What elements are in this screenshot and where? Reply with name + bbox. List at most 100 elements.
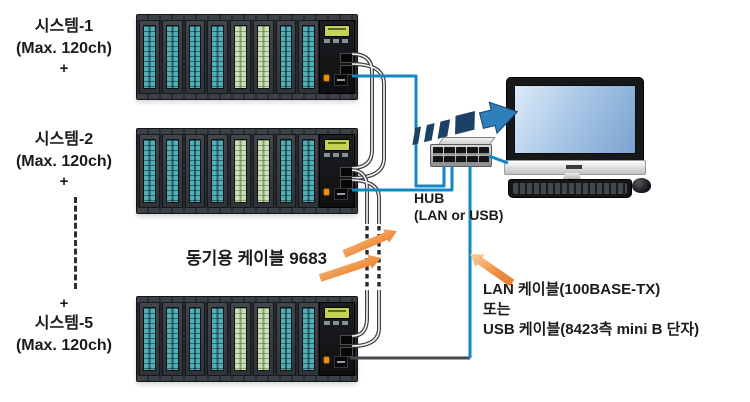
system-rack-2	[136, 128, 358, 214]
system1-max-channels: (Max. 120ch)	[15, 40, 113, 57]
io-module	[275, 20, 297, 94]
plus-sign: +	[59, 173, 69, 190]
io-module-row	[139, 20, 319, 94]
keyboard-icon	[508, 179, 632, 198]
network-hub	[430, 137, 496, 167]
mouse-icon	[632, 178, 651, 193]
terminal-strip	[143, 307, 156, 371]
terminal-strip	[143, 139, 156, 203]
monitor-screen	[514, 85, 636, 154]
terminal-strip	[256, 139, 270, 203]
terminal-strip	[302, 307, 315, 371]
io-module	[184, 134, 206, 208]
terminal-strip	[256, 25, 270, 89]
terminal-strip	[279, 25, 293, 89]
controller-module	[319, 302, 355, 376]
continuation-dashed-line	[74, 197, 77, 289]
lcd-display	[324, 25, 350, 37]
sync-port-1	[340, 335, 353, 345]
io-module-row	[139, 134, 319, 208]
terminal-strip	[165, 139, 179, 203]
lan-cable-system2	[352, 166, 454, 192]
hub-port	[478, 147, 489, 155]
io-module	[207, 134, 228, 208]
system5-max-channels: (Max. 120ch)	[15, 337, 113, 354]
sync-port-1	[340, 167, 353, 177]
io-module	[139, 20, 160, 94]
io-module	[161, 20, 183, 94]
hub-label: HUB (LAN or USB)	[414, 190, 503, 224]
hub-port	[433, 147, 444, 155]
status-led	[324, 75, 329, 81]
terminal-strip	[211, 307, 224, 371]
terminal-strip	[279, 307, 293, 371]
io-module	[207, 302, 228, 376]
io-module	[252, 302, 274, 376]
hub-port	[444, 156, 455, 164]
rack-top-rail	[137, 129, 357, 134]
controller-module	[319, 20, 355, 94]
io-module	[275, 302, 297, 376]
hub-port	[455, 147, 467, 155]
io-module	[230, 20, 251, 94]
system1-name: 시스템-1	[34, 18, 94, 35]
io-module	[275, 134, 297, 208]
system2-label-block: 시스템-2 (Max. 120ch) +	[6, 129, 122, 191]
sync-port-1	[340, 53, 353, 63]
terminal-strip	[234, 307, 247, 371]
terminal-strip	[211, 139, 224, 203]
hub-port	[478, 156, 489, 164]
terminal-strip	[188, 139, 202, 203]
io-module	[230, 302, 251, 376]
lan-port	[334, 356, 348, 368]
terminal-strip	[234, 139, 247, 203]
io-module	[207, 20, 228, 94]
io-module	[184, 302, 206, 376]
system1-label-block: 시스템-1 (Max. 120ch) +	[6, 16, 122, 78]
pc-monitor	[500, 75, 656, 199]
hub-port	[467, 147, 478, 155]
lcd-display	[324, 307, 350, 319]
rack-top-rail	[137, 15, 357, 20]
hub-label-line1: HUB	[414, 190, 445, 206]
io-module	[161, 302, 183, 376]
io-module	[298, 302, 319, 376]
io-module	[184, 20, 206, 94]
terminal-strip	[256, 307, 270, 371]
pc-cable-line3: USB 케이블(8423측 mini B 단자)	[483, 321, 700, 338]
io-module	[252, 20, 274, 94]
sync-cable-pointer-1	[342, 229, 397, 258]
rack-bottom-rail	[137, 94, 357, 99]
lan-port	[334, 74, 348, 86]
system-rack-1	[136, 14, 358, 100]
controller-buttons	[324, 153, 349, 157]
lcd-display	[324, 139, 350, 151]
status-led	[324, 189, 329, 195]
io-module	[139, 302, 160, 376]
hub-port	[433, 156, 444, 164]
lan-port	[334, 188, 348, 200]
controller-buttons	[324, 321, 349, 325]
sync-cable-pointer-2	[318, 254, 381, 282]
system5-name: 시스템-5	[34, 315, 94, 332]
io-module	[161, 134, 183, 208]
lan-cable-system1	[352, 74, 446, 188]
pc-cable-line2: 또는	[483, 301, 511, 318]
terminal-strip	[234, 25, 247, 89]
hub-port	[444, 147, 455, 155]
system2-max-channels: (Max. 120ch)	[15, 153, 113, 170]
hub-port	[467, 156, 478, 164]
monitor-power-button	[566, 165, 582, 169]
monitor-bezel	[506, 77, 644, 162]
hub-port	[455, 156, 467, 164]
system2-name: 시스템-2	[34, 131, 94, 148]
status-led	[324, 357, 329, 363]
pc-cable-line1: LAN 케이블(100BASE-TX)	[483, 281, 661, 298]
terminal-strip	[188, 25, 202, 89]
terminal-strip	[143, 25, 156, 89]
sync-cable-label: 동기용 케이블 9683	[186, 249, 328, 268]
terminal-strip	[188, 307, 202, 371]
plus-sign: +	[59, 295, 69, 312]
terminal-strip	[211, 25, 224, 89]
pc-cable-label: LAN 케이블(100BASE-TX) 또는 USB 케이블(8423측 min…	[483, 280, 699, 340]
